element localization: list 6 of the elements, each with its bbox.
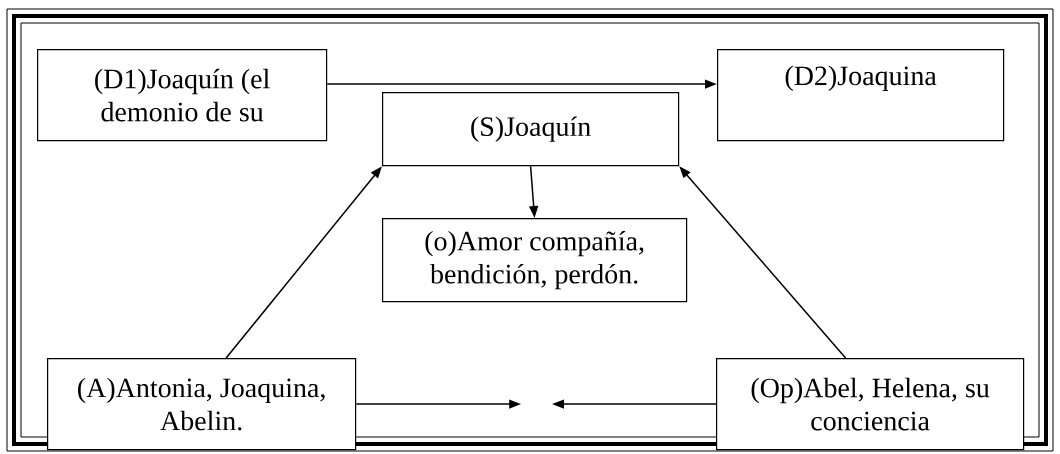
text-box: (D1)Joaquín (el demonio de su <box>37 49 328 142</box>
text-box: (Op)Abel, Helena, su conciencia <box>716 358 1025 451</box>
text-box: (D2)Joaquina <box>717 49 1005 142</box>
text-box: (o)Amor compañía, bendición, perdón. <box>382 218 688 303</box>
text-box: (A)Antonia, Joaquina, Abelin. <box>47 358 357 451</box>
text-box: (S)Joaquín <box>382 92 680 167</box>
